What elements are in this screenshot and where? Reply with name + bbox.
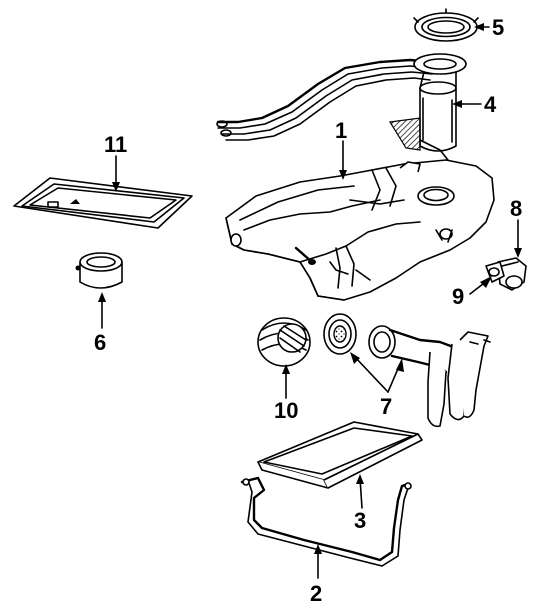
callout-5: 5 (492, 15, 504, 40)
part-6-valve (75, 252, 123, 289)
part-8-connector (497, 257, 527, 291)
callout-4: 4 (484, 92, 497, 117)
leader-lines (98, 23, 522, 579)
callout-6: 6 (94, 330, 106, 355)
callout-11: 11 (104, 132, 127, 157)
part-3-plate (257, 421, 423, 489)
callout-10: 10 (274, 398, 298, 423)
callout-3: 3 (354, 508, 366, 533)
part-4-fuel-pump (389, 53, 467, 161)
callout-1: 1 (335, 118, 347, 143)
part-1-fuel-tank (225, 159, 495, 301)
callout-8: 8 (510, 196, 522, 221)
callout-2: 2 (310, 581, 322, 606)
fuel-lines (216, 58, 434, 141)
part-2-strap (240, 476, 412, 567)
callout-7: 7 (380, 394, 392, 419)
callout-9: 9 (452, 284, 464, 309)
part-7-filler-pipe (323, 313, 491, 428)
part-5-lock-ring (413, 8, 479, 42)
part-10-fuel-cap (257, 317, 311, 367)
part-11-shield (13, 177, 193, 229)
